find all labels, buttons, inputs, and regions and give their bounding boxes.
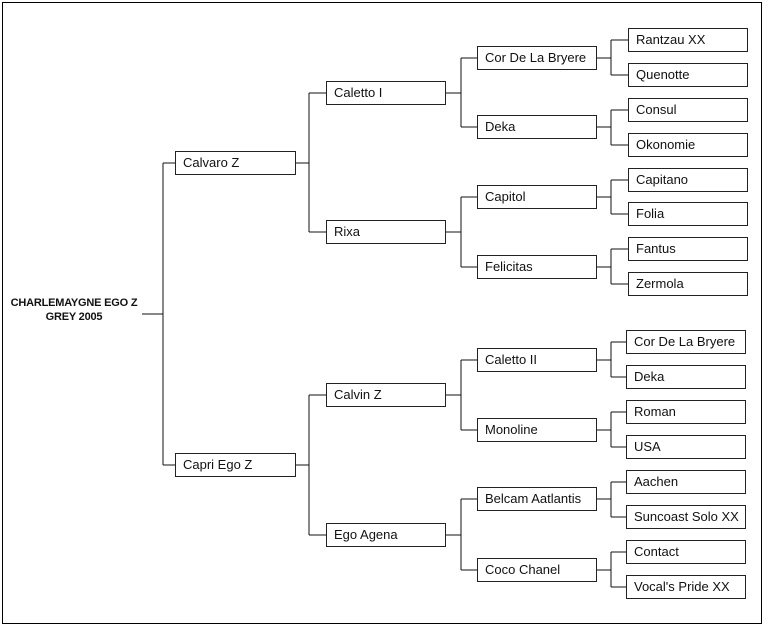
gen4-box-6: Folia (628, 202, 748, 226)
subject-name: CHARLEMAYGNE EGO Z (10, 297, 138, 309)
gen4-box-8: Zermola (628, 272, 748, 296)
paternal-grandsire-box: Caletto I (326, 81, 446, 105)
paternal-granddam-box: Rixa (326, 220, 446, 244)
gen4-box-16: Vocal's Pride XX (626, 575, 746, 599)
gen4-box-7: Fantus (628, 237, 748, 261)
subject-details: GREY 2005 (45, 311, 103, 323)
gen4-box-12: USA (626, 435, 746, 459)
subject-horse: CHARLEMAYGNE EGO Z GREY 2005 (6, 296, 142, 324)
gen4-box-2: Quenotte (628, 63, 748, 87)
gen3-box-8: Coco Chanel (477, 558, 597, 582)
gen3-box-4: Felicitas (477, 255, 597, 279)
gen4-box-1: Rantzau XX (628, 28, 748, 52)
gen4-box-15: Contact (626, 540, 746, 564)
gen4-box-13: Aachen (626, 470, 746, 494)
gen3-box-7: Belcam Aatlantis (477, 487, 597, 511)
gen4-box-11: Roman (626, 400, 746, 424)
pedigree-frame (2, 2, 762, 624)
gen4-box-4: Okonomie (628, 133, 748, 157)
sire-box: Calvaro Z (175, 151, 296, 175)
gen3-box-2: Deka (477, 115, 597, 139)
maternal-granddam-box: Ego Agena (326, 523, 446, 547)
gen3-box-3: Capitol (477, 185, 597, 209)
gen4-box-3: Consul (628, 98, 748, 122)
dam-box: Capri Ego Z (175, 453, 296, 477)
gen4-box-10: Deka (626, 365, 746, 389)
gen4-box-14: Suncoast Solo XX (626, 505, 746, 529)
gen3-box-6: Monoline (477, 418, 597, 442)
maternal-grandsire-box: Calvin Z (326, 383, 446, 407)
gen4-box-9: Cor De La Bryere (626, 330, 746, 354)
gen4-box-5: Capitano (628, 168, 748, 192)
gen3-box-1: Cor De La Bryere (477, 46, 597, 70)
gen3-box-5: Caletto II (477, 348, 597, 372)
